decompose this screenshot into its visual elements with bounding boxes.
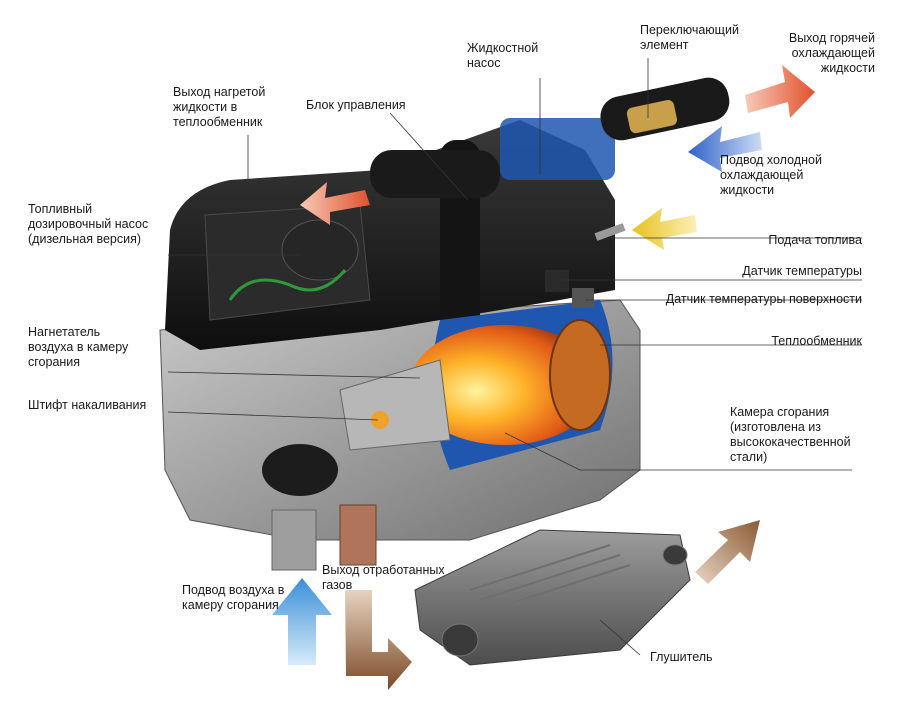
surface-sensor-body [572,288,594,308]
label-exhaust-outlet: Выход отработанных газов [322,563,445,592]
exchanger-fins [549,319,611,431]
glow-pin-tip [371,411,389,429]
label-fuel-supply: Подача топлива [768,233,862,247]
leader-lines [167,58,862,656]
label-coolant-pump: Жидкостной насос [467,41,539,70]
air-pipe [271,509,317,571]
label-cold-inlet: Подвод холодной охлаждающей жидкости [720,153,822,197]
label-blower: Нагнетатель воздуха в камеру сгорания [28,325,129,369]
exhaust-outlet-arrow [345,590,412,690]
coolant-pipe-blue [500,118,615,180]
label-switch-element: Переключающий элемент [640,23,739,52]
label-control-unit: Блок управления [306,98,406,112]
label-heat-exchanger: Теплообменник [771,334,862,348]
muffler-ribs [469,544,631,611]
burner-cone [339,359,451,451]
fuel-pump-body [281,219,359,281]
exhaust-pipe [339,504,377,566]
air-inlet-arrow [272,578,332,665]
muffler-exhaust-arrow [695,520,760,584]
heated-outlet-arrow [300,182,370,225]
fuel-supply-arrow [632,208,697,250]
label-hot-outlet: Выход горячей охлаждающей жидкости [788,31,875,75]
label-fuel-pump: Топливный дозировочный насос (дизельная … [28,202,149,246]
label-heated-outlet: Выход нагретой жидкости в теплообменник [173,85,266,129]
label-muffler: Глушитель [650,650,713,664]
label-combustion-chamber: Камера сгорания (изготовлена из высокока… [730,405,851,464]
hot-outlet-arrow [745,65,815,118]
blower-wheel [262,444,338,496]
label-temp-sensor: Датчик температуры [742,264,862,278]
fuel-inlet-tube [594,223,626,241]
green-wire [228,269,347,301]
label-air-inlet: Подвод воздуха в камеру сгорания [182,583,285,612]
cold-inlet-arrow [688,126,762,172]
label-surface-temp-sensor: Датчик температуры поверхности [665,292,862,306]
coolant-pipe [370,150,500,198]
temp-sensor-body [545,270,569,292]
muffler-outlet-pipe [441,623,479,657]
switch-element-body [626,99,678,134]
muffler-inlet-pipe [662,544,688,566]
label-glow-pin: Штифт накаливания [28,398,147,412]
muffler-body [414,529,691,666]
